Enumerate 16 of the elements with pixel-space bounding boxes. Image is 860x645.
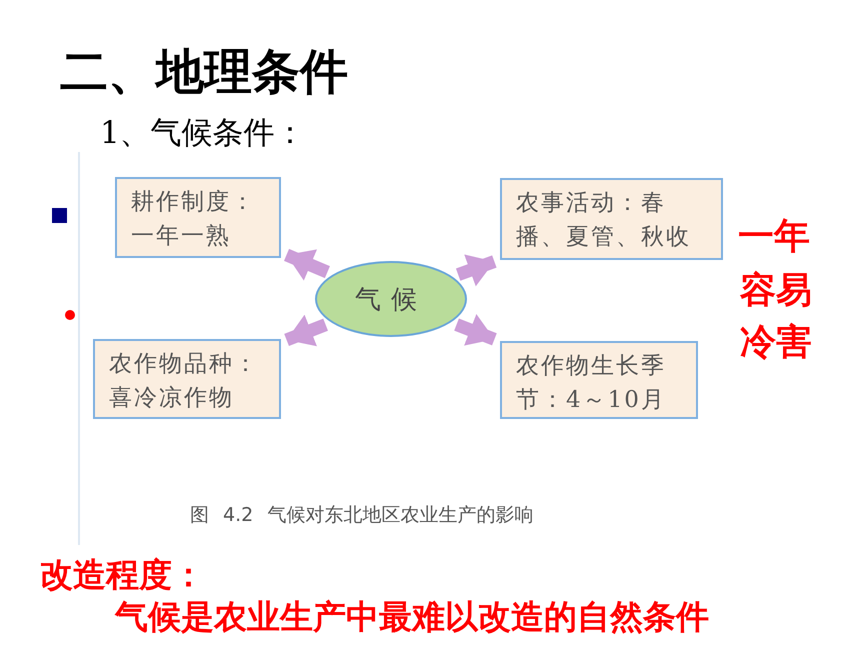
arrow — [284, 314, 328, 346]
note-text: 容易 — [740, 268, 812, 313]
text-box: 农事活动：春播、夏管、秋收 — [500, 178, 723, 260]
slide-title: 二、地理条件 — [60, 43, 348, 102]
text-box: 农作物生长季节：4～10月 — [500, 341, 698, 419]
text-box: 农作物品种：喜冷凉作物 — [93, 339, 281, 419]
subheading: 1、气候条件： — [100, 114, 306, 153]
arrow — [454, 314, 497, 346]
arrow — [456, 254, 497, 286]
note-text: 冷害 — [740, 320, 812, 365]
conclusion-text: 气候是农业生产中最难以改造的自然条件 — [115, 596, 709, 638]
arrow — [284, 248, 330, 281]
note-text: 一年 — [738, 214, 810, 259]
figure-caption: 图 4.2 气候对东北地区农业生产的影响 — [190, 503, 534, 528]
text-box: 耕作制度：一年一熟 — [115, 177, 281, 258]
note-heading: 改造程度： — [40, 554, 205, 596]
